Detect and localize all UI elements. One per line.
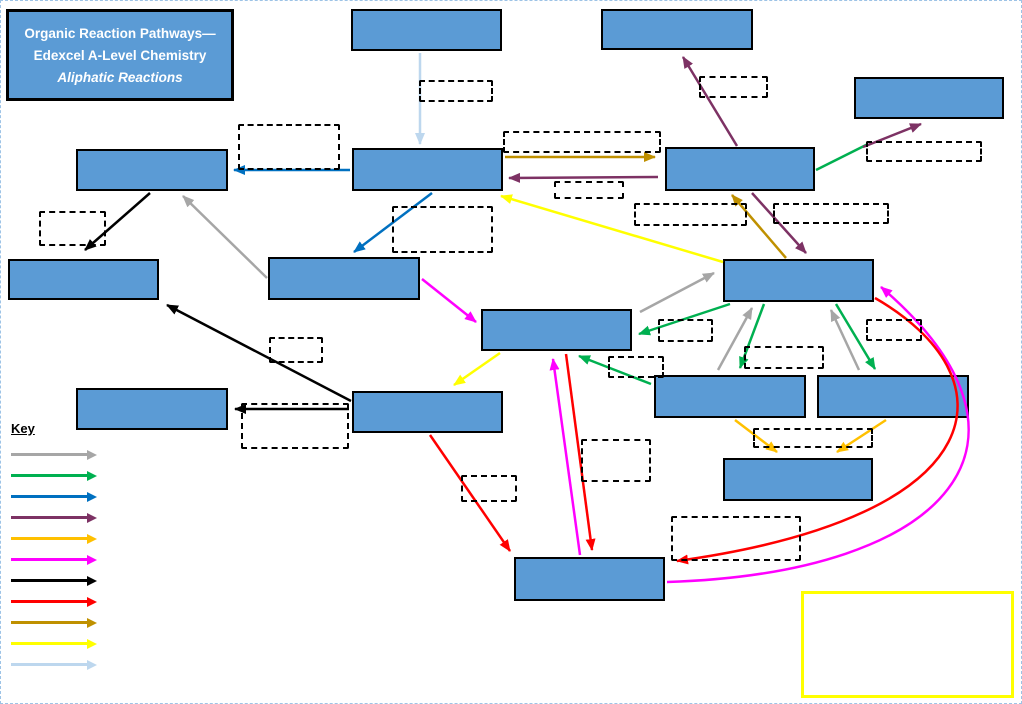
compound-box-lower-pair-left: [654, 375, 806, 418]
key-arrow-head-icon: [87, 638, 97, 649]
key-label: Key: [11, 421, 35, 436]
key-arrow-black: [11, 570, 101, 591]
key-arrow-head-icon: [87, 617, 97, 628]
label-placeholder-16: [658, 319, 713, 342]
label-placeholder-11: [269, 337, 323, 363]
compound-box-row2-left: [76, 149, 228, 191]
label-placeholder-8: [634, 203, 747, 226]
label-placeholder-7: [554, 181, 624, 199]
compound-box-far-left: [8, 259, 159, 300]
key-arrow-line: [11, 558, 87, 561]
key-arrow-orange: [11, 528, 101, 549]
key-arrow-line: [11, 453, 87, 456]
compound-box-lower-mid: [723, 458, 873, 501]
title-line-2: Edexcel A-Level Chemistry: [33, 47, 207, 63]
label-placeholder-1: [419, 80, 493, 102]
key-arrow-list: [11, 444, 101, 675]
label-placeholder-14: [581, 439, 651, 482]
key-arrow-line: [11, 579, 87, 582]
arrow-magenta-midleft-to-center: [421, 278, 477, 323]
key-arrow-light-blue: [11, 654, 101, 675]
key-arrow-line: [11, 621, 87, 624]
key-arrow-line: [11, 642, 87, 645]
title-line-1: Organic Reaction Pathways—: [24, 25, 216, 41]
label-placeholder-6: [503, 131, 661, 153]
key-arrow-magenta: [11, 549, 101, 570]
arrow-gray-center-to-rightcenter: [639, 271, 715, 314]
arrow-gray-midleft-to-row2left: [182, 195, 268, 279]
label-placeholder-12: [241, 403, 349, 449]
arrow-magenta-bottom-to-center: [549, 358, 582, 556]
key-arrow-head-icon: [87, 659, 97, 670]
key-arrow-head-icon: [87, 512, 97, 523]
label-placeholder-5: [39, 211, 106, 246]
key-arrow-green: [11, 465, 101, 486]
arrow-gray-lowerpairright-to-rightcenter: [829, 309, 861, 371]
compound-box-bottom: [514, 557, 665, 601]
key-arrow-line: [11, 474, 87, 477]
compound-box-right-center: [723, 259, 874, 302]
label-placeholder-4: [238, 124, 340, 170]
label-placeholder-20: [671, 516, 801, 561]
key-arrow-head-icon: [87, 533, 97, 544]
compound-box-mid-left: [268, 257, 420, 300]
title-box: Organic Reaction Pathways— Edexcel A-Lev…: [6, 9, 234, 101]
label-placeholder-3: [866, 141, 982, 162]
key-arrow-dark-gold: [11, 612, 101, 633]
arrow-purple-row2right-to-row2center: [508, 172, 659, 183]
arrow-green-row2right-toward-topright: [815, 142, 869, 172]
key-arrow-head-icon: [87, 575, 97, 586]
key-arrow-gray: [11, 444, 101, 465]
compound-box-top-left: [351, 9, 502, 51]
compound-box-lower-center-left: [352, 391, 503, 433]
label-placeholder-9: [773, 203, 889, 224]
label-placeholder-13: [461, 475, 517, 502]
label-placeholder-10: [392, 206, 493, 253]
compound-box-row2-center: [352, 148, 503, 191]
key-arrow-yellow: [11, 633, 101, 654]
compound-box-top-right: [854, 77, 1004, 119]
notes-box: [801, 591, 1014, 698]
key-arrow-line: [11, 537, 87, 540]
key-arrow-head-icon: [87, 449, 97, 460]
key-arrow-line: [11, 663, 87, 666]
arrow-black-lowercenterleft-to-farleft: [166, 303, 352, 403]
compound-box-center: [481, 309, 632, 351]
key-arrow-red: [11, 591, 101, 612]
key-arrow-head-icon: [87, 596, 97, 607]
arrow-yellow-center-to-lowercenterleft: [453, 351, 501, 387]
key-arrow-line: [11, 495, 87, 498]
label-placeholder-18: [866, 319, 922, 341]
key-arrow-line: [11, 516, 87, 519]
key-arrow-blue: [11, 486, 101, 507]
key-arrow-line: [11, 600, 87, 603]
compound-box-row2-right: [665, 147, 815, 191]
key-legend: Key: [11, 421, 101, 675]
label-placeholder-19: [753, 428, 873, 448]
label-placeholder-17: [744, 346, 824, 369]
arrow-purple-row2right-to-topmiddle: [681, 56, 739, 147]
label-placeholder-15: [608, 356, 664, 378]
compound-box-top-middle: [601, 9, 753, 50]
label-placeholder-2: [699, 76, 768, 98]
key-arrow-head-icon: [87, 470, 97, 481]
key-arrow-head-icon: [87, 491, 97, 502]
key-arrow-head-icon: [87, 554, 97, 565]
title-line-3: Aliphatic Reactions: [57, 69, 183, 85]
key-arrow-purple: [11, 507, 101, 528]
compound-box-lower-pair-right: [817, 375, 969, 418]
